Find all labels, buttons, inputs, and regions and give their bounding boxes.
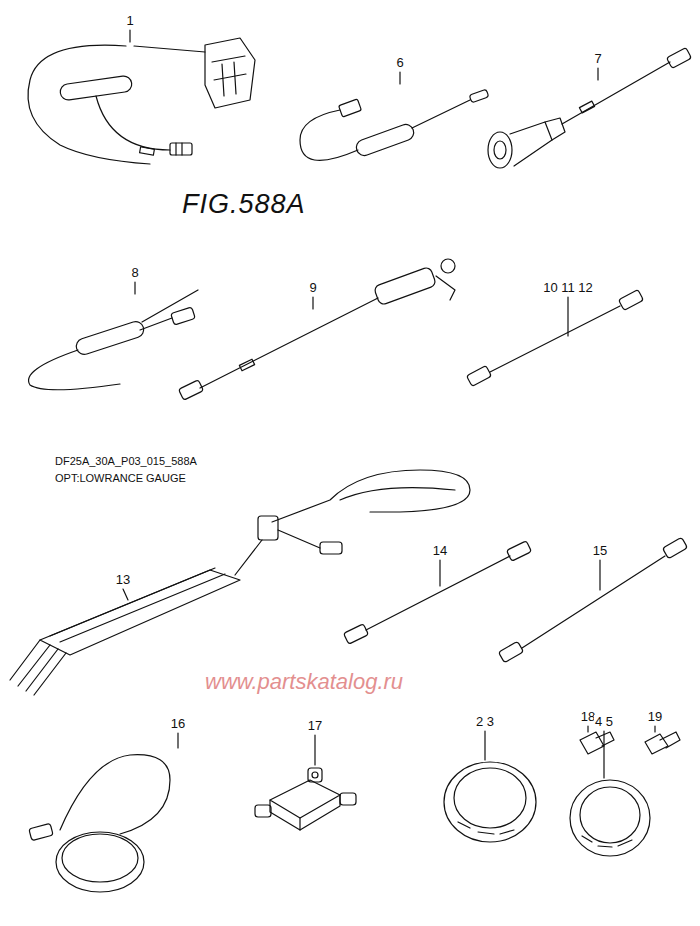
rubber-ring-2-3 bbox=[444, 731, 536, 842]
drawing-code: DF25A_30A_P03_015_588A bbox=[55, 455, 197, 467]
sensor-cable-9 bbox=[178, 259, 455, 400]
power-harness-13 bbox=[10, 470, 470, 695]
extension-cable-10-12 bbox=[466, 290, 643, 387]
callout-number: 7 bbox=[593, 52, 602, 66]
cable-harness-1 bbox=[28, 30, 255, 164]
option-note: OPT:LOWRANCE GAUGE bbox=[55, 472, 186, 484]
figure-title: FIG.588A bbox=[182, 190, 306, 220]
callout-number: 13 bbox=[115, 573, 131, 587]
terminator-19 bbox=[645, 726, 680, 754]
cable-harness-8 bbox=[29, 282, 198, 390]
extension-cable-15 bbox=[498, 537, 687, 662]
terminator-18 bbox=[580, 726, 614, 754]
cable-harness-6 bbox=[300, 72, 489, 160]
t-connector-17 bbox=[255, 735, 356, 830]
callout-number: 17 bbox=[307, 719, 323, 733]
rubber-ring-4-5 bbox=[570, 731, 650, 856]
callout-number: 1 bbox=[125, 14, 134, 28]
callout-number: 19 bbox=[647, 710, 663, 724]
callout-number: 4 5 bbox=[594, 715, 614, 729]
callout-number: 2 3 bbox=[475, 715, 495, 729]
callout-number: 8 bbox=[130, 266, 139, 280]
extension-cable-14 bbox=[343, 541, 531, 644]
callout-number: 14 bbox=[432, 544, 448, 558]
callout-number: 15 bbox=[592, 544, 608, 558]
callout-number: 16 bbox=[170, 717, 186, 731]
callout-number: 9 bbox=[308, 281, 317, 295]
watermark: www.partskatalog.ru bbox=[205, 670, 403, 694]
callout-number: 6 bbox=[395, 56, 404, 70]
callout-number: 10 11 12 bbox=[542, 281, 594, 295]
puck-sensor-16 bbox=[29, 733, 178, 892]
thru-hull-sensor-7 bbox=[488, 48, 692, 168]
